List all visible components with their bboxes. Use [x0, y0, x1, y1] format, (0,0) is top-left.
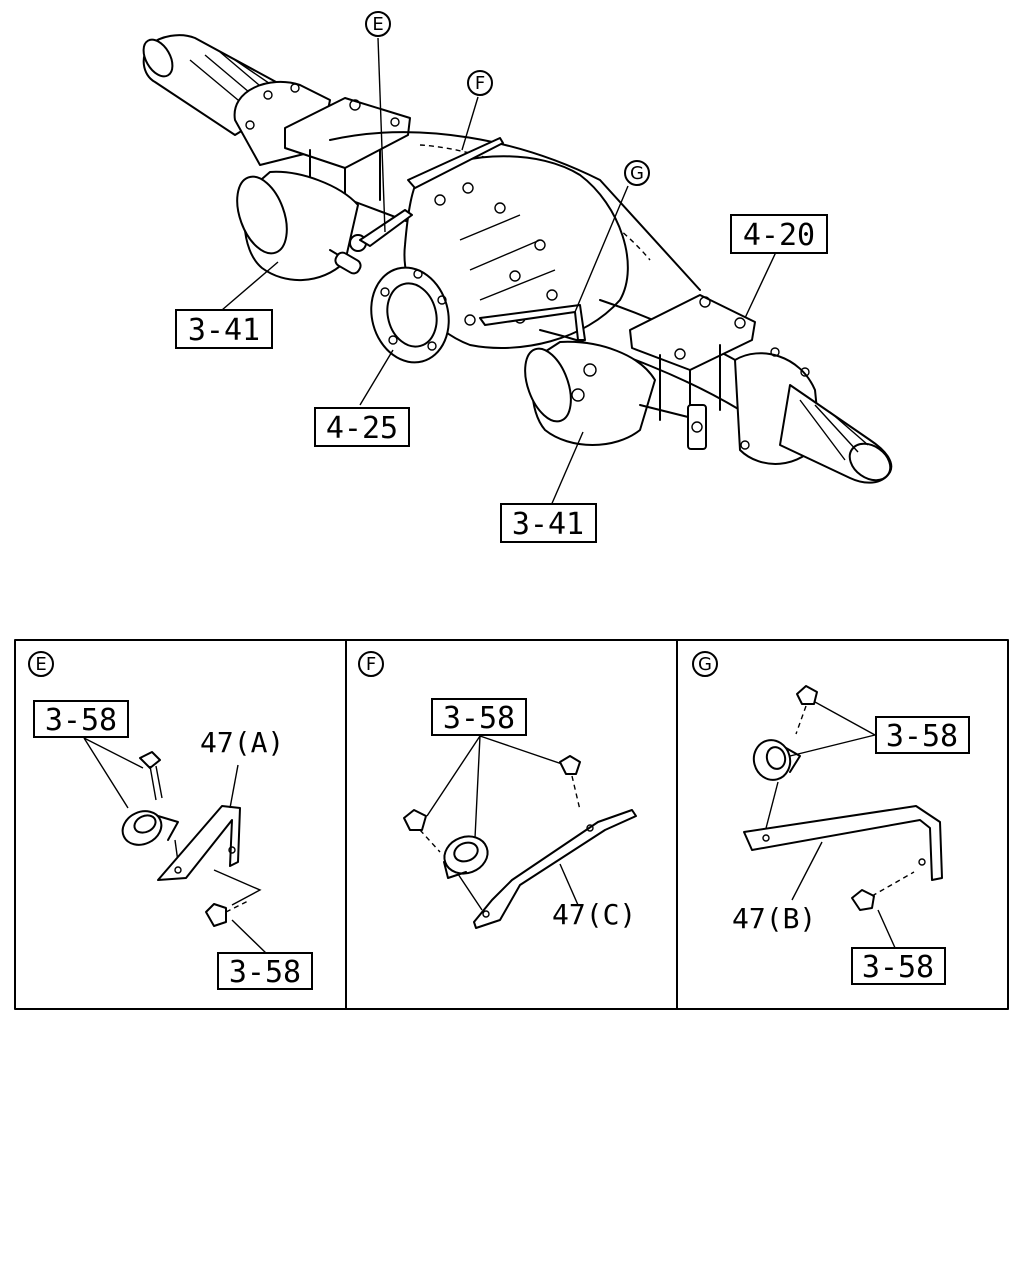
- ref-box-3-41-left: 3-41: [175, 309, 273, 349]
- panel-g-ref-top: 3-58: [886, 719, 958, 754]
- detail-panel-e: E 3-58 47(A) 3-58: [28, 651, 313, 990]
- detail-panels-frame: [14, 639, 1009, 1010]
- callout-e-letter: E: [372, 14, 383, 35]
- panel-g-letter: G: [698, 654, 712, 675]
- panel-f-part-label: 47(C): [552, 898, 636, 931]
- detail-panel-f: F 3-58 47(C): [358, 651, 637, 931]
- callout-circle-f: F: [467, 70, 493, 96]
- panel-f-ref-top: 3-58: [443, 701, 515, 736]
- panel-e-ref-top: 3-58: [45, 703, 117, 738]
- panel-g-part-label: 47(B): [732, 902, 816, 935]
- detail-panel-g: G 3-58 47(B) 3-58: [692, 651, 970, 985]
- ref-box-4-25: 4-25: [314, 407, 410, 447]
- panel-f-letter: F: [366, 654, 376, 675]
- ref-4-25-label: 4-25: [326, 411, 398, 446]
- ref-box-3-41-bottom: 3-41: [500, 503, 597, 543]
- ref-box-4-20: 4-20: [730, 214, 828, 254]
- panel-e-ref-bottom: 3-58: [229, 955, 301, 990]
- callout-g-letter: G: [630, 163, 644, 184]
- main-leaders: [221, 37, 777, 509]
- panel-e-part-label: 47(A): [200, 726, 284, 759]
- ref-3-41-left-label: 3-41: [188, 313, 260, 348]
- ref-4-20-label: 4-20: [743, 218, 815, 253]
- callout-f-letter: F: [475, 73, 485, 94]
- callout-circle-e: E: [365, 11, 391, 37]
- ref-3-41-bottom-label: 3-41: [512, 507, 584, 542]
- rear-axle-assembly: [142, 34, 893, 484]
- panel-g-ref-bottom: 3-58: [862, 950, 934, 985]
- callout-circle-g: G: [624, 160, 650, 186]
- panel-e-letter: E: [35, 654, 46, 675]
